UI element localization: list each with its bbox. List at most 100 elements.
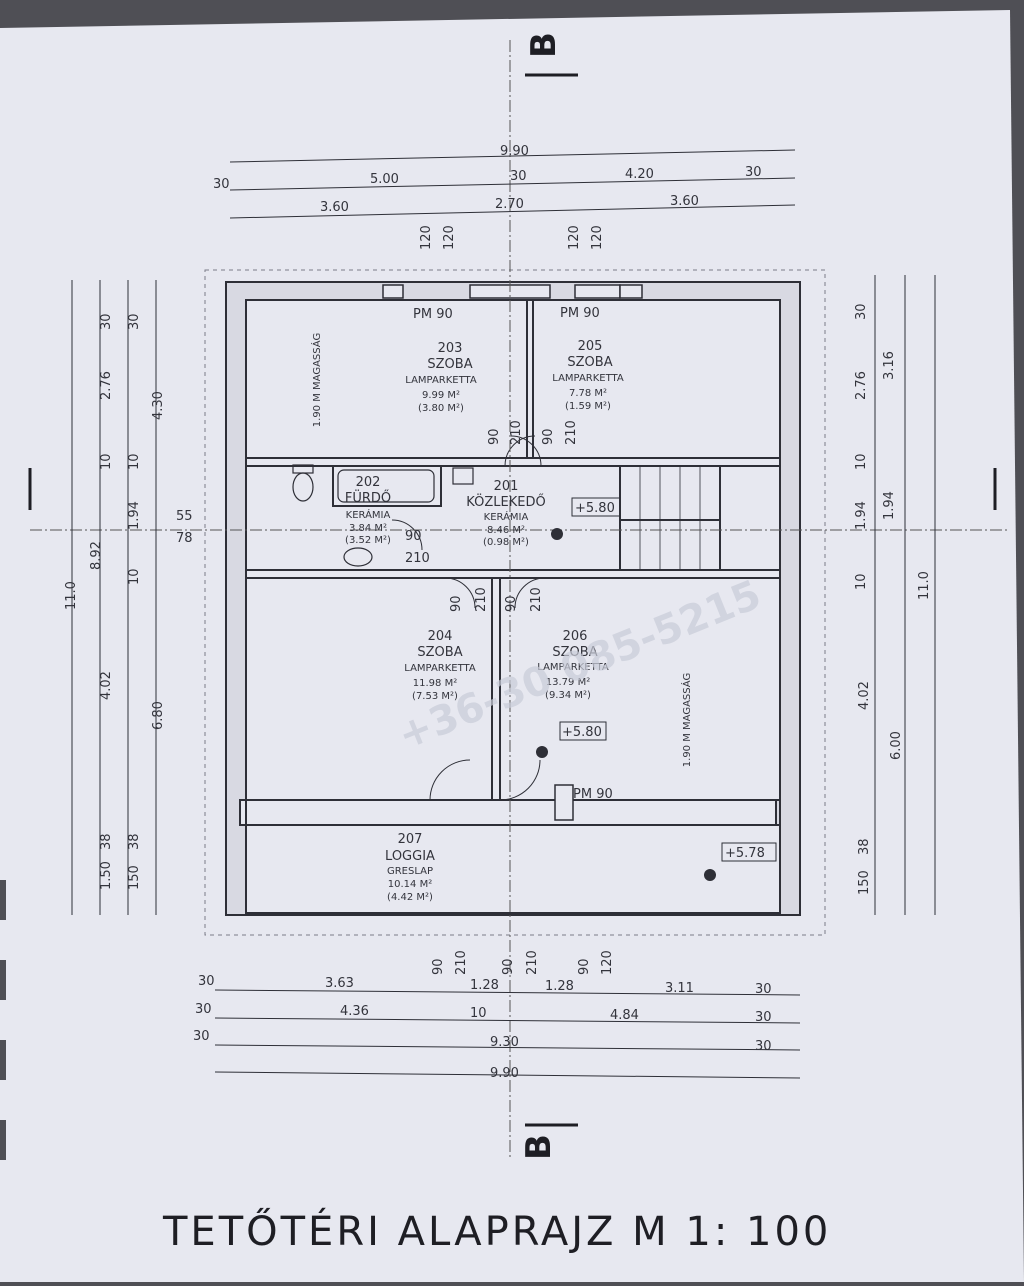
dim-bot-14: 4.36 bbox=[340, 1004, 369, 1019]
section-marks bbox=[28, 73, 997, 1127]
bottom-dimension-lines bbox=[214, 989, 801, 1079]
svg-text:201: 201 bbox=[494, 479, 519, 494]
axis-mark-a: 55 bbox=[176, 509, 193, 524]
door-label-6: 90 bbox=[487, 428, 502, 445]
dim-left-3: 10 bbox=[99, 453, 114, 470]
svg-text:SZOBA: SZOBA bbox=[417, 645, 462, 660]
roof-outline bbox=[204, 269, 826, 936]
dim-right-2: 2.76 bbox=[854, 371, 869, 400]
dim-bot-11: 3.11 bbox=[665, 981, 694, 996]
dim-left-8: 1.50 bbox=[99, 861, 114, 890]
dim-left-9: 30 bbox=[127, 313, 142, 330]
door-label-5: 210 bbox=[405, 551, 430, 566]
dim-bot-16: 4.84 bbox=[610, 1008, 639, 1023]
level-1: +5.80 bbox=[575, 501, 615, 516]
dim-bot-13: 30 bbox=[195, 1002, 212, 1017]
axis-lines bbox=[30, 40, 1010, 1160]
svg-text:(3.80 M²): (3.80 M²) bbox=[418, 403, 464, 414]
room-207: 207 LOGGIA GRESLAP 10.14 M² (4.42 M²) bbox=[385, 832, 435, 903]
dim-bot-2: 3.63 bbox=[325, 976, 354, 991]
svg-text:(3.52 M²): (3.52 M²) bbox=[345, 535, 391, 546]
section-mark-bottom: B bbox=[519, 1134, 559, 1160]
dim-top-8: 3.60 bbox=[670, 194, 699, 209]
svg-text:8.46 M²: 8.46 M² bbox=[487, 525, 525, 536]
door-label-13: 210 bbox=[529, 587, 544, 612]
dim-opening-1: 120 bbox=[419, 225, 434, 250]
binder-holes bbox=[0, 880, 6, 1160]
dim-left-2: 2.76 bbox=[99, 371, 114, 400]
dim-right-4: 1.94 bbox=[854, 501, 869, 530]
dim-bot-6: 90 bbox=[501, 958, 516, 975]
svg-text:10.14 M²: 10.14 M² bbox=[388, 879, 432, 890]
room-202: 202 FÜRDŐ KERÁMIA 3.84 M² (3.52 M²) bbox=[345, 475, 391, 546]
level-marks bbox=[536, 497, 777, 881]
dim-left-16: 10 bbox=[127, 453, 142, 470]
dim-left-4: 1.94 bbox=[127, 501, 142, 530]
dim-left-7: 38 bbox=[99, 833, 114, 850]
height-note-1: 1.90 M MAGASSÁG bbox=[310, 333, 323, 427]
dim-top-5: 30 bbox=[745, 165, 762, 180]
svg-text:13.79 M²: 13.79 M² bbox=[546, 677, 590, 688]
dim-bot-12: 30 bbox=[755, 982, 772, 997]
svg-text:SZOBA: SZOBA bbox=[552, 645, 597, 660]
dim-top-7: 2.70 bbox=[495, 197, 524, 212]
svg-text:(1.59 M²): (1.59 M²) bbox=[565, 401, 611, 412]
dim-left-5: 10 bbox=[127, 568, 142, 585]
dim-right-7: 38 bbox=[857, 838, 872, 855]
dim-right-5: 10 bbox=[854, 573, 869, 590]
dim-left-1: 30 bbox=[99, 313, 114, 330]
door-label-8: 90 bbox=[541, 428, 556, 445]
svg-text:3.84 M²: 3.84 M² bbox=[349, 523, 387, 534]
dim-left-10: 4.30 bbox=[151, 391, 166, 420]
svg-text:GRESLAP: GRESLAP bbox=[387, 866, 433, 877]
svg-text:KERÁMIA: KERÁMIA bbox=[346, 508, 391, 521]
dim-top-4: 4.20 bbox=[625, 167, 654, 182]
dim-right-10: 1.94 bbox=[882, 491, 897, 520]
dim-total-top: 9.90 bbox=[500, 144, 529, 159]
svg-text:LAMPARKETTA: LAMPARKETTA bbox=[552, 373, 624, 384]
top-dimension-lines bbox=[229, 149, 796, 219]
dim-left-13: 38 bbox=[127, 833, 142, 850]
svg-text:203: 203 bbox=[438, 341, 463, 356]
room-205: 205 SZOBA LAMPARKETTA 7.78 M² (1.59 M²) bbox=[552, 339, 624, 412]
dim-right-3: 10 bbox=[854, 453, 869, 470]
dim-bot-1: 30 bbox=[198, 974, 215, 989]
svg-text:9.99 M²: 9.99 M² bbox=[422, 390, 460, 401]
svg-text:KÖZLEKEDŐ: KÖZLEKEDŐ bbox=[466, 493, 545, 510]
dim-top-2: 5.00 bbox=[370, 172, 399, 187]
dim-right-6: 4.02 bbox=[857, 681, 872, 710]
svg-text:FÜRDŐ: FÜRDŐ bbox=[345, 489, 391, 506]
dim-top-1: 30 bbox=[213, 177, 230, 192]
svg-text:SZOBA: SZOBA bbox=[427, 357, 472, 372]
svg-text:(9.34 M²): (9.34 M²) bbox=[545, 690, 591, 701]
dim-bot-7: 210 bbox=[525, 950, 540, 975]
dim-opening-2: 120 bbox=[442, 225, 457, 250]
dim-opening-4: 120 bbox=[590, 225, 605, 250]
door-label-10: 90 bbox=[449, 595, 464, 612]
room-204: 204 SZOBA LAMPARKETTA 11.98 M² (7.53 M²) bbox=[404, 629, 476, 702]
dim-top-6: 3.60 bbox=[320, 200, 349, 215]
svg-text:204: 204 bbox=[428, 629, 453, 644]
right-dimension-lines bbox=[874, 275, 936, 915]
dim-bot-19: 9.30 bbox=[490, 1035, 519, 1050]
level-2: +5.80 bbox=[562, 725, 602, 740]
svg-text:LAMPARKETTA: LAMPARKETTA bbox=[405, 375, 477, 386]
svg-text:7.78 M²: 7.78 M² bbox=[569, 388, 607, 399]
svg-text:KERÁMIA: KERÁMIA bbox=[484, 510, 529, 523]
height-note-2: 1.90 M MAGASSÁG bbox=[680, 673, 693, 767]
svg-text:(7.53 M²): (7.53 M²) bbox=[412, 691, 458, 702]
svg-text:206: 206 bbox=[563, 629, 588, 644]
paper bbox=[0, 10, 1024, 1282]
dim-bot-20: 30 bbox=[755, 1039, 772, 1054]
dim-left-11: 8.92 bbox=[89, 541, 104, 570]
sanitary-fixtures bbox=[292, 464, 474, 567]
dim-bot-21: 9.90 bbox=[490, 1066, 519, 1081]
dim-bot-4: 210 bbox=[454, 950, 469, 975]
dim-left-14: 150 bbox=[127, 865, 142, 890]
svg-text:207: 207 bbox=[398, 832, 423, 847]
dim-top-3: 30 bbox=[510, 169, 527, 184]
door-swings bbox=[391, 435, 546, 801]
section-mark-top: B bbox=[524, 32, 564, 58]
